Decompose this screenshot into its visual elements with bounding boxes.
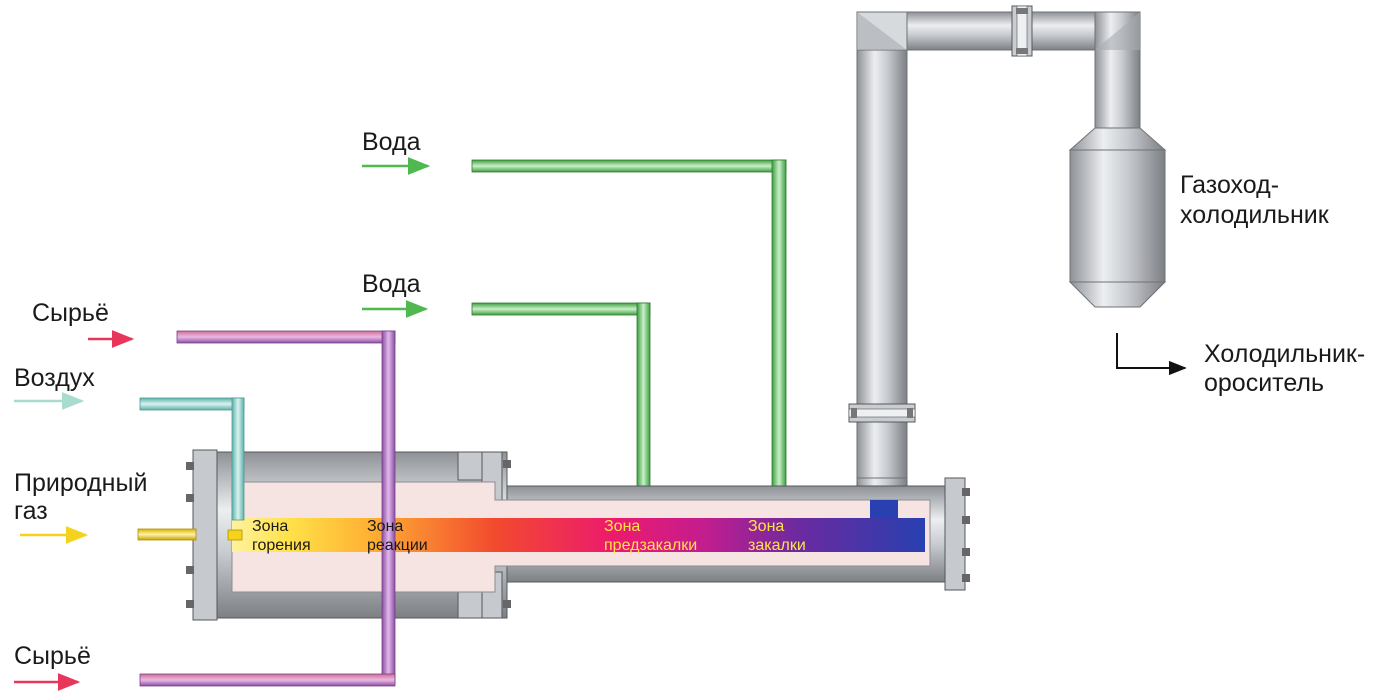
cooler-irrigator-label-1: Холодильник- xyxy=(1204,340,1365,368)
natural-gas-label-1: Природный xyxy=(14,469,147,497)
air-label: Воздух xyxy=(14,364,95,392)
gas-cooler-label-1: Газоход- xyxy=(1180,171,1279,199)
feed-pipe-top xyxy=(176,330,396,684)
feed-bottom-label: Сырьё xyxy=(14,642,91,670)
water-pipe-mid xyxy=(471,302,651,521)
gas-pipe xyxy=(137,528,197,541)
zone-quench-label-1: Зона xyxy=(748,518,784,535)
water-mid-label: Вода xyxy=(362,270,421,298)
water-top-label: Вода xyxy=(362,128,421,156)
gas-duct xyxy=(848,5,1141,509)
reactor-body xyxy=(186,449,970,621)
zone-quench-label-2: закалки xyxy=(748,537,806,554)
zone-combustion-label-1: Зона xyxy=(252,518,288,535)
natural-gas-label-2: газ xyxy=(14,497,48,525)
gas-cooler-label-2: холодильник xyxy=(1180,201,1330,229)
air-pipe xyxy=(139,397,245,521)
zone-prequench-label-2: предзакалки xyxy=(604,537,697,554)
water-pipe-top xyxy=(471,159,787,521)
cooler-irrigator-label-2: ороситель xyxy=(1204,369,1324,397)
gas-nozzle xyxy=(227,529,243,541)
outlet-arrow xyxy=(1116,333,1187,376)
zone-reaction-label-2: реакции xyxy=(367,537,428,554)
zone-prequench-label-1: Зона xyxy=(604,518,640,535)
feed-top-label: Сырьё xyxy=(32,299,109,327)
zone-reaction-label-1: Зона xyxy=(367,518,403,535)
feed-pipe-bottom xyxy=(139,673,396,687)
gas-cooler-vessel xyxy=(1068,127,1167,308)
zone-combustion-label-2: горения xyxy=(252,537,311,554)
